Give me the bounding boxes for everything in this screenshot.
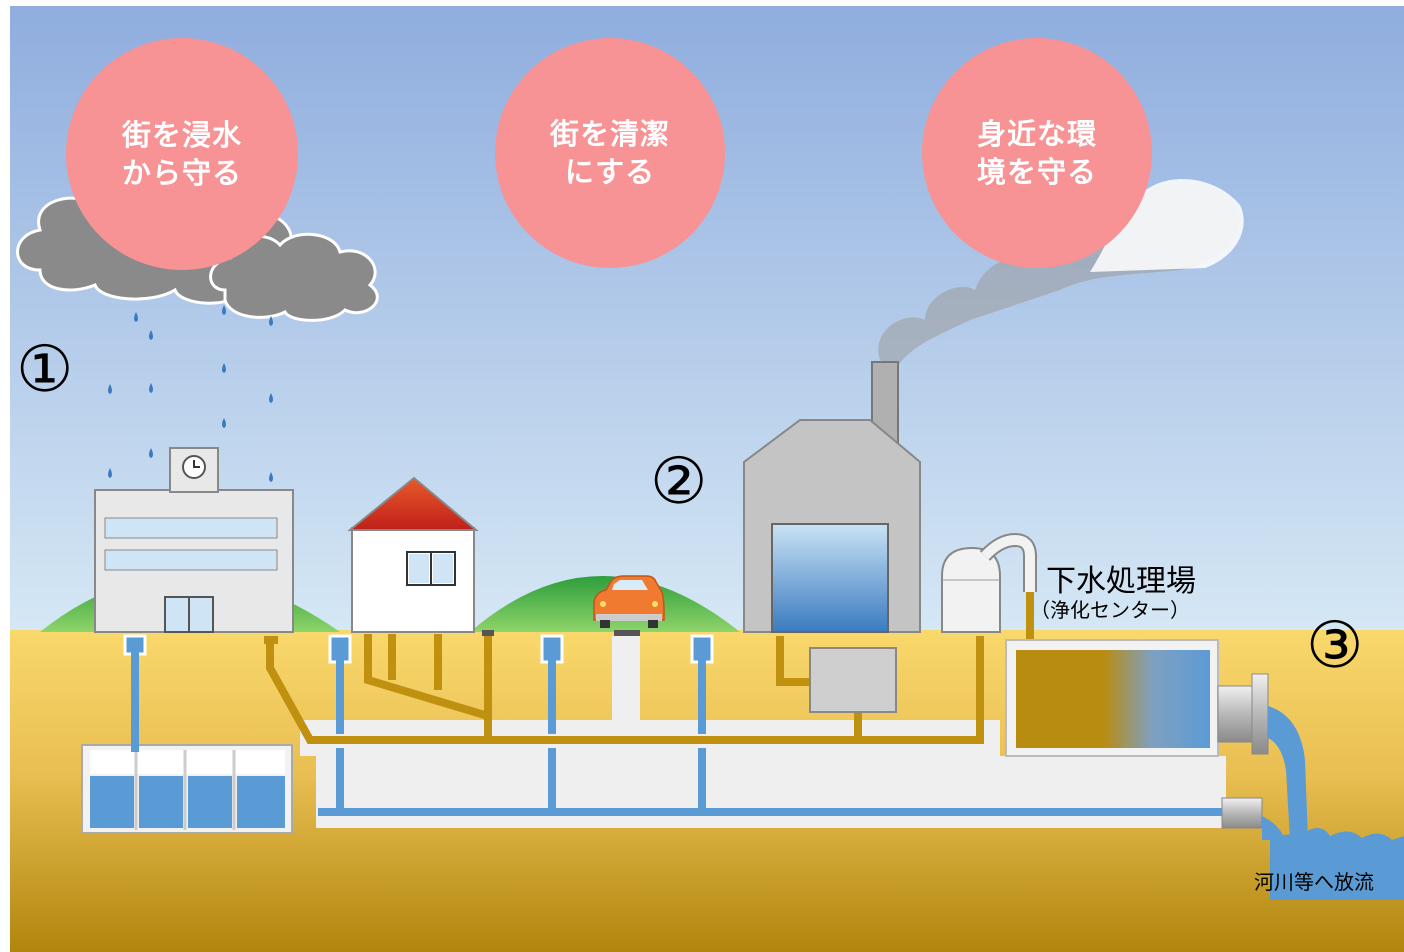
sewage-inlet (264, 636, 278, 644)
goal-text-flood: 街を浸水 から守る (121, 118, 242, 190)
marker-two: ② (650, 445, 708, 519)
goal-circle-clean: 街を清潔 にする (495, 38, 725, 268)
goal-text-clean: 街を清潔 にする (549, 117, 670, 189)
outfall-pipe-upper-rim (1251, 673, 1269, 755)
marker-three: ③ (1306, 609, 1364, 683)
plant-subname-label: （浄化センター） (1030, 598, 1190, 622)
office-building (94, 447, 294, 633)
factory (743, 361, 921, 633)
treatment-tank (1016, 650, 1210, 748)
river (1262, 706, 1404, 900)
street-inlet (614, 630, 640, 636)
house (347, 476, 479, 633)
goal-circle-environment: 身近な環 境を守る (922, 38, 1152, 268)
plant-name-label: 下水処理場 (1046, 564, 1196, 599)
outfall-pipe-upper (1217, 685, 1259, 743)
sludge-tank (809, 647, 897, 713)
storage-basin (81, 744, 293, 834)
outlet-label: 河川等へ放流 (1254, 870, 1374, 894)
marker-one: ① (16, 333, 74, 407)
car-icon (593, 575, 665, 628)
smoke-cloud (878, 178, 1244, 370)
manhole-icon (482, 630, 494, 636)
outfall-pipe-lower (1221, 797, 1263, 829)
goal-text-environment: 身近な環 境を守る (976, 117, 1097, 189)
rainwater-lines (131, 650, 1230, 816)
goal-circle-flood: 街を浸水 から守る (66, 38, 298, 270)
digester-tank (941, 532, 1037, 633)
raindrops (108, 305, 273, 482)
